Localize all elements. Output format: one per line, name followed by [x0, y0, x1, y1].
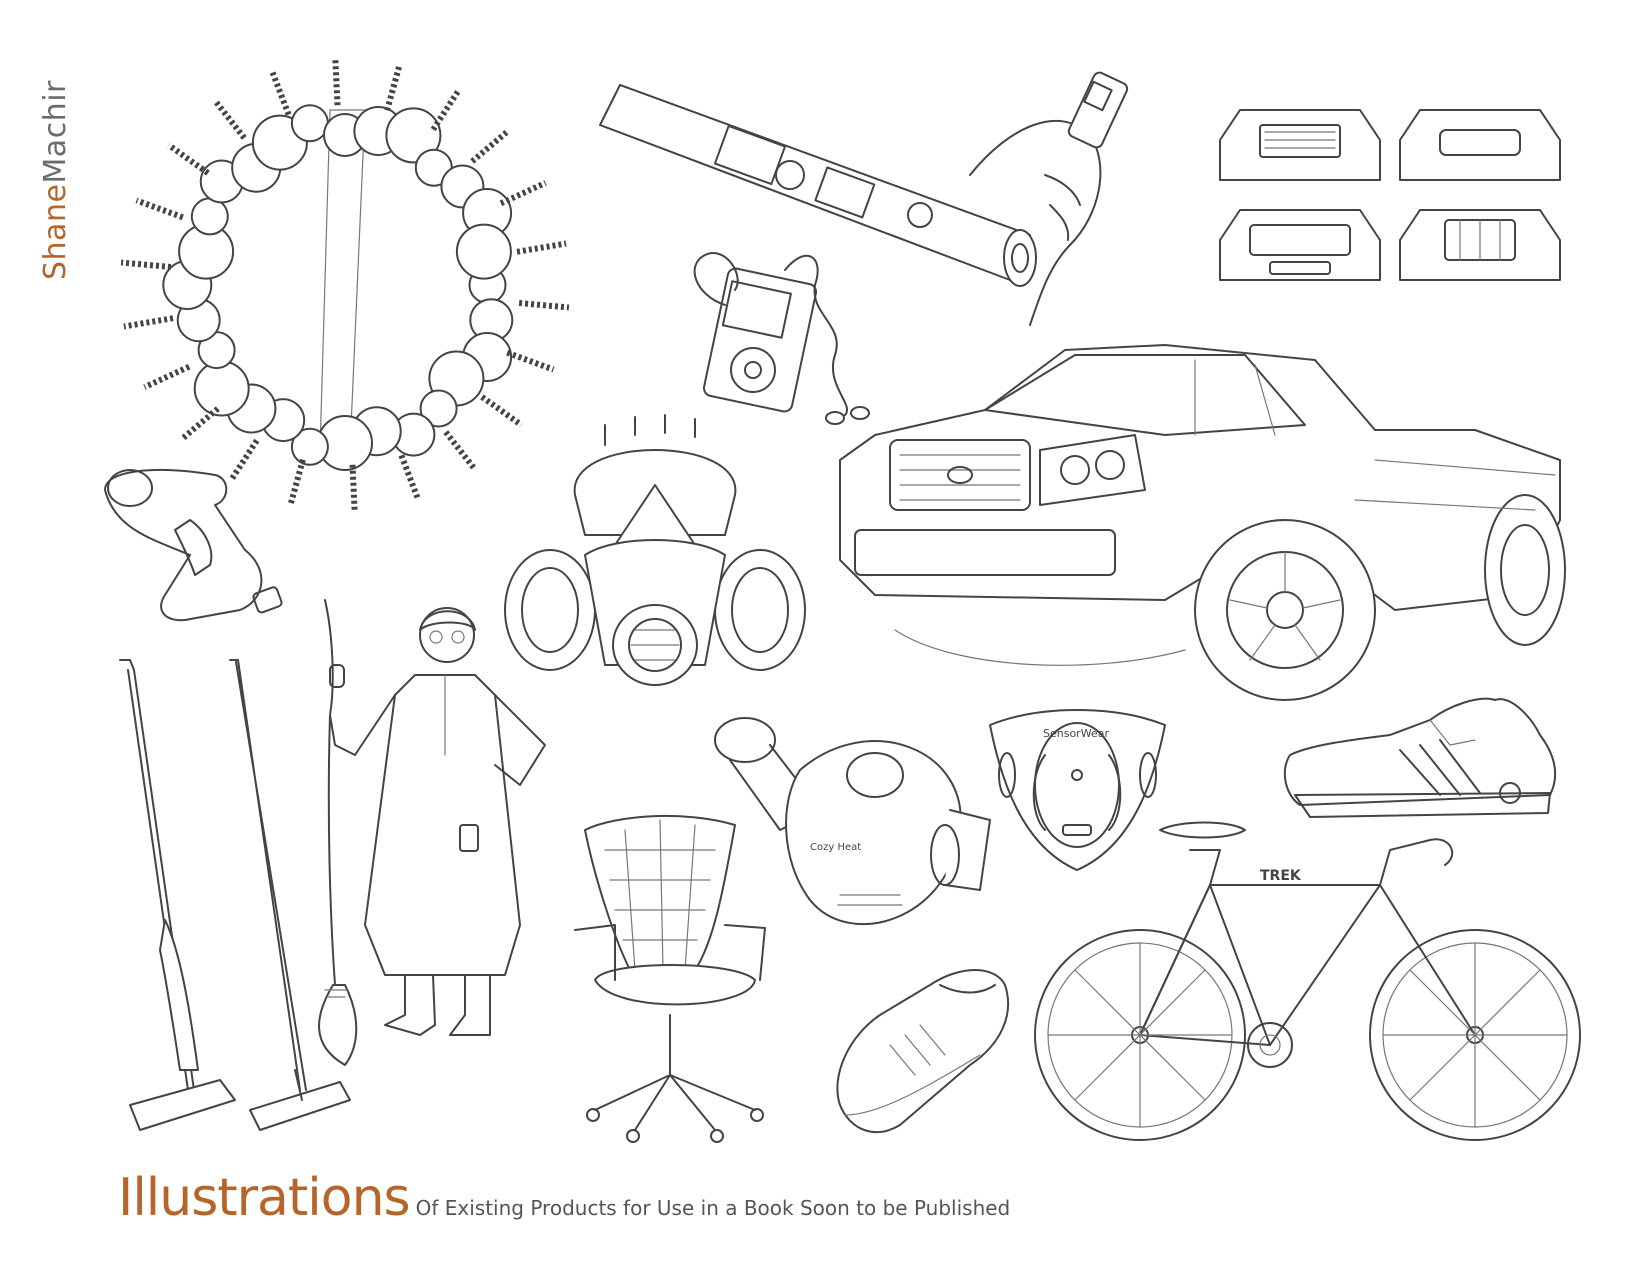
bead-spike — [120, 259, 172, 270]
bead-spike — [349, 464, 358, 510]
hair-dryer-sketch — [95, 460, 295, 640]
bead-spike — [398, 454, 421, 500]
office-chair-sketch — [574, 810, 785, 1150]
bead-spike — [443, 430, 477, 471]
bead-spike — [430, 89, 461, 132]
bead — [193, 360, 250, 417]
bead-spike — [123, 315, 174, 330]
sneaker-sketch — [820, 955, 1020, 1145]
bead-ring-sketch — [110, 50, 580, 510]
bead-spike — [288, 458, 306, 505]
tube-device-sketch — [590, 65, 1170, 355]
bead-spike — [143, 363, 191, 390]
bead — [419, 389, 458, 428]
bead — [290, 104, 329, 143]
pickup-truck-sketch — [835, 340, 1570, 735]
bead — [190, 197, 229, 236]
bead — [290, 427, 329, 466]
bead-spike — [179, 406, 220, 442]
artist-last-name: Machir — [38, 80, 73, 184]
bead — [385, 107, 442, 164]
artist-name: ShaneMachir — [38, 80, 98, 290]
running-shoe-sketch — [1280, 695, 1570, 835]
artist-first-name: Shane — [38, 183, 73, 280]
bead-spike — [167, 142, 210, 176]
bead-spike — [499, 180, 547, 207]
wizard-figure-sketch — [305, 595, 550, 1090]
sensor-mask-sketch: SensorWear — [985, 705, 1170, 875]
bead-spike — [384, 65, 402, 112]
bead-spike — [269, 70, 292, 116]
caption-subtitle: Of Existing Products for Use in a Book S… — [415, 1196, 1011, 1220]
mops-sketch — [110, 650, 351, 1160]
caption-title: Illustrations — [118, 1168, 411, 1228]
bead-spike — [506, 349, 555, 373]
air-purifier-sketch: Cozy Heat — [710, 710, 1000, 950]
bead-spike — [213, 99, 247, 140]
bead-spike — [470, 128, 511, 164]
sensor-mask-logo: SensorWear — [1043, 727, 1109, 740]
truck-grilles-sketch — [1210, 80, 1570, 310]
bead-spike — [135, 197, 184, 221]
bead — [455, 223, 512, 280]
bead-spike — [518, 300, 570, 311]
bead-spike — [229, 438, 260, 481]
gas-mask-sketch — [504, 405, 810, 715]
mp3-player-sketch — [685, 235, 895, 445]
bead-spike — [480, 394, 523, 428]
bicycle-logo: TREK — [1260, 868, 1302, 884]
bead-spike — [332, 60, 341, 106]
bead-spike — [516, 240, 567, 255]
air-purifier-logo: Cozy Heat — [810, 842, 861, 853]
road-bicycle-sketch: TREK — [1030, 810, 1590, 1170]
